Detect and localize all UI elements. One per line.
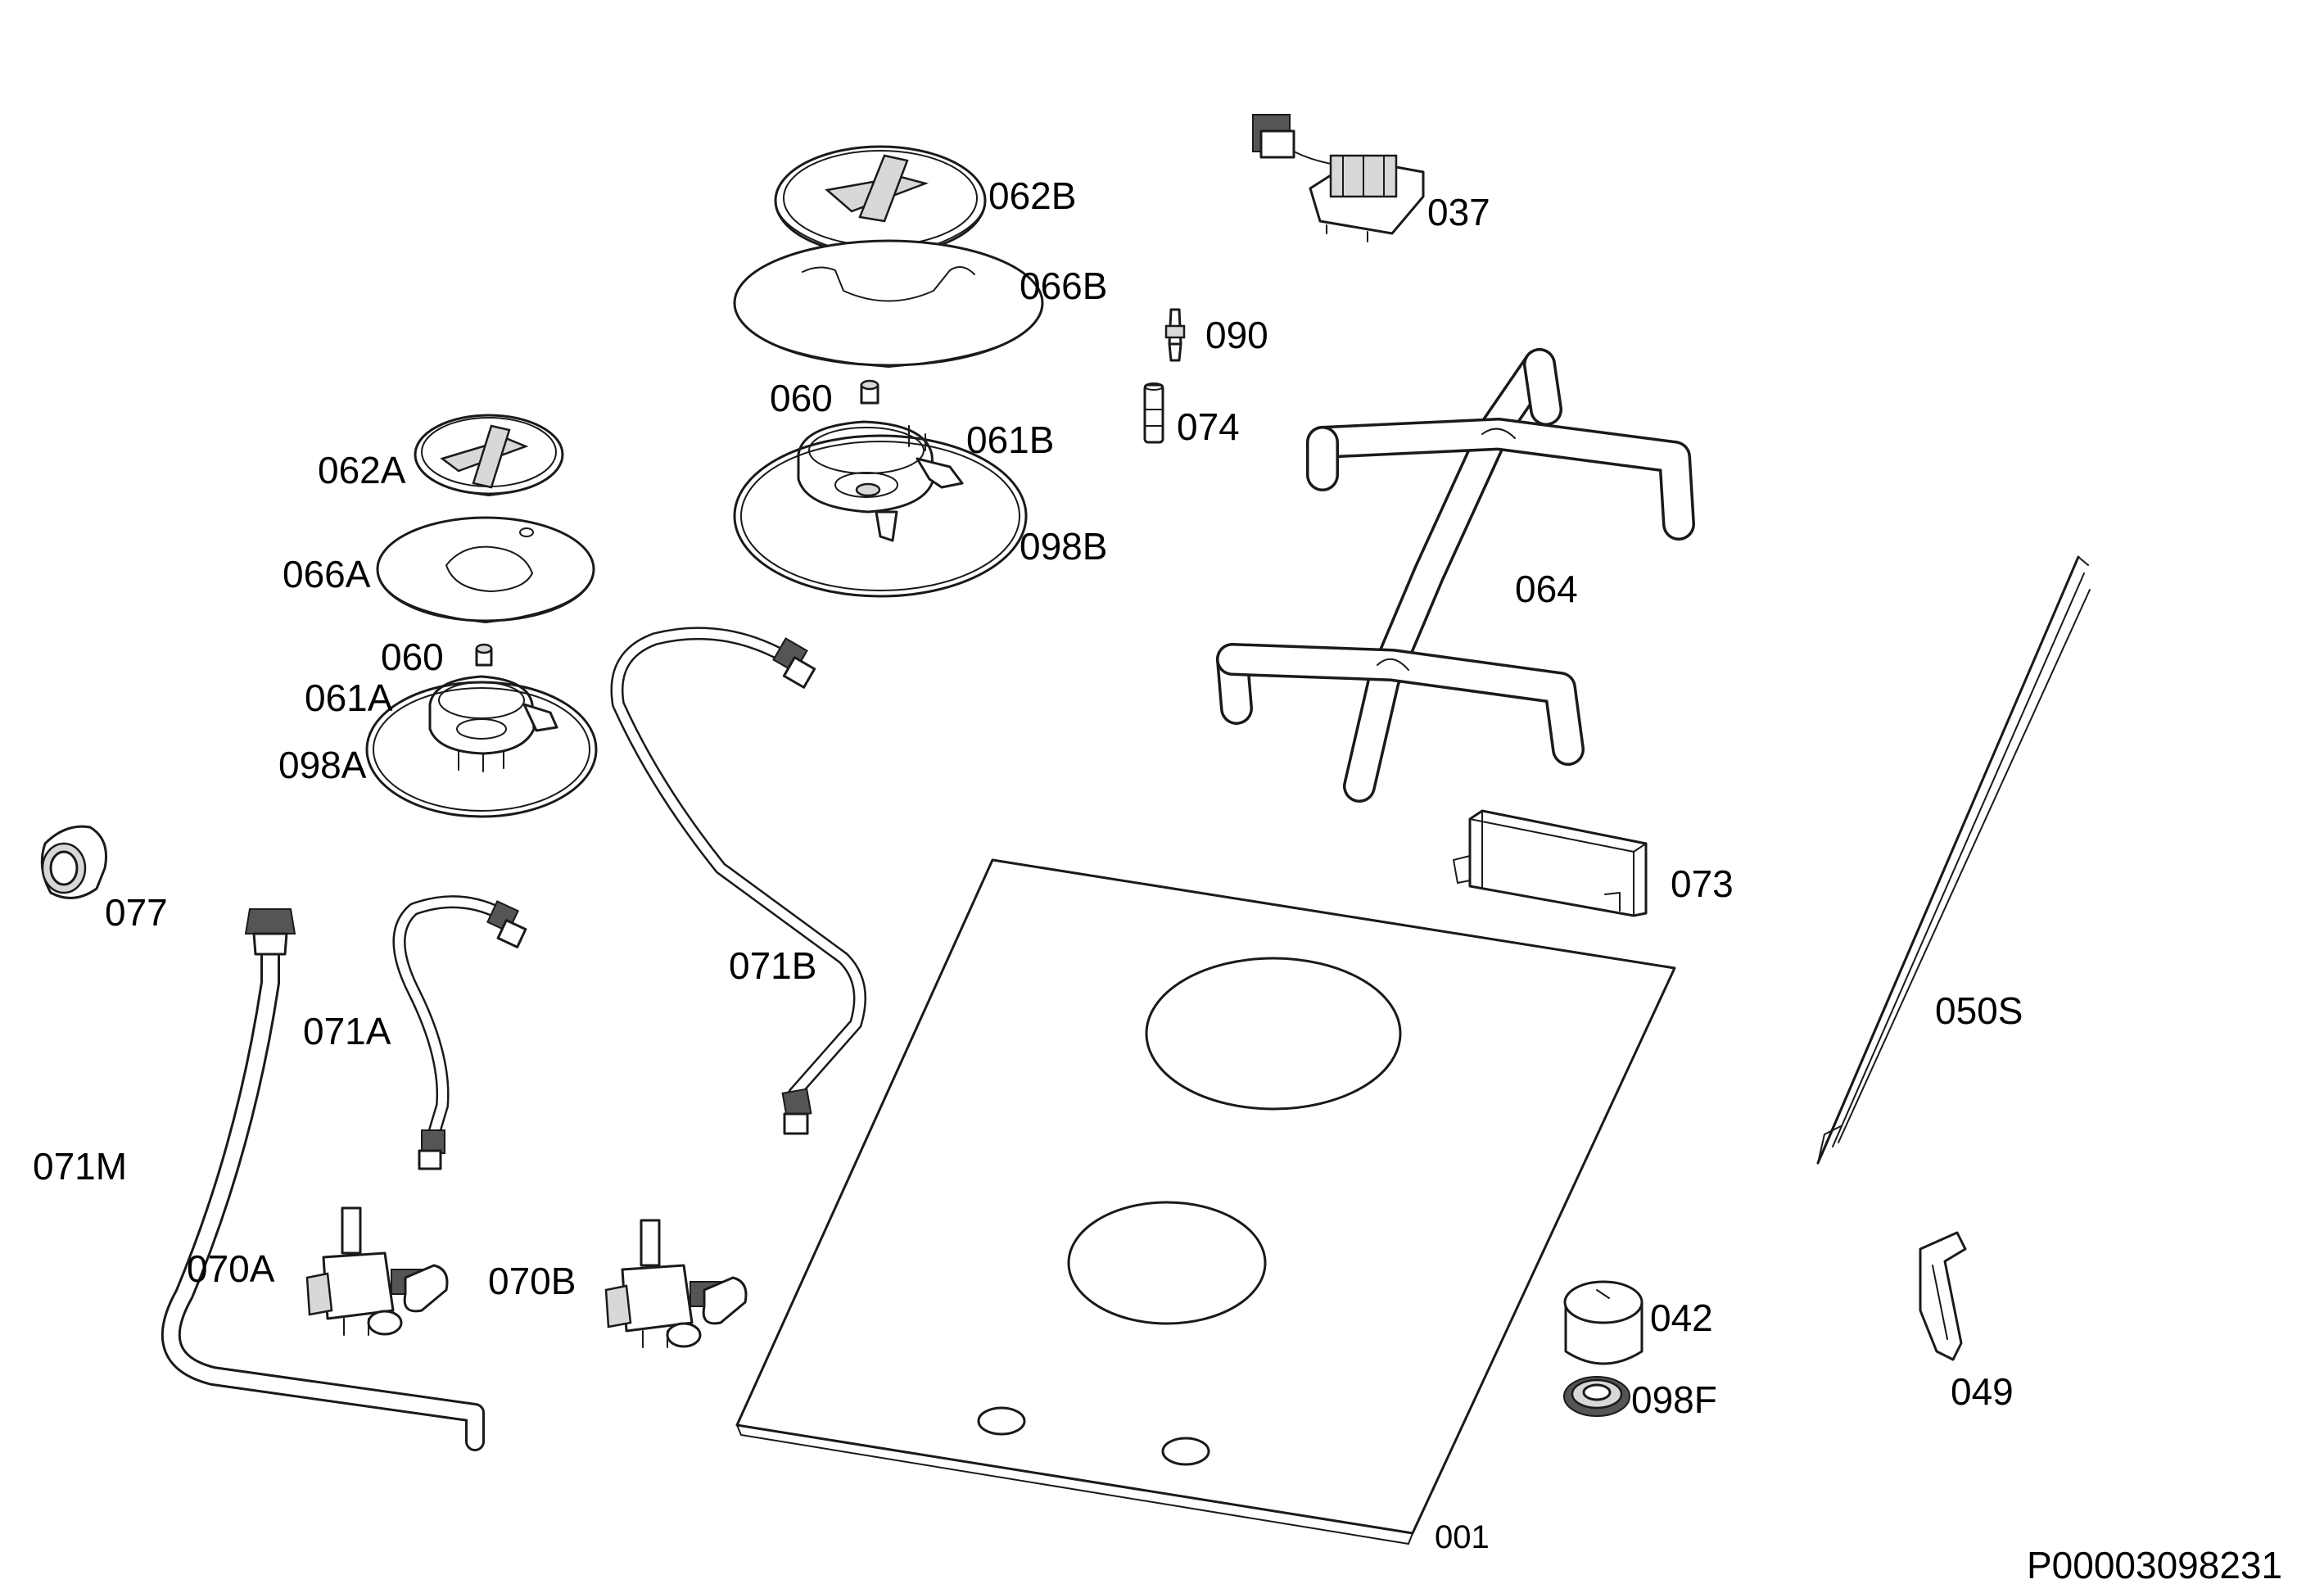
label-090: 090: [1205, 314, 1268, 356]
part-062A-burner-cap-small[interactable]: [414, 414, 564, 496]
part-071B-gas-pipe-long[interactable]: [610, 627, 866, 1135]
large-burner-hole: [1145, 957, 1402, 1111]
label-049: 049: [1951, 1370, 2014, 1413]
part-070B-gas-valve[interactable]: [604, 1219, 748, 1348]
part-037-ignition-module[interactable]: [1252, 114, 1425, 242]
part-049-fixing-clip[interactable]: [1919, 1231, 1967, 1361]
part-066B-trim-ring-large[interactable]: [733, 239, 1044, 368]
label-062B: 062B: [988, 174, 1076, 217]
label-070B: 070B: [488, 1260, 576, 1302]
label-098B: 098B: [1020, 525, 1107, 568]
part-061A-burner-base-small[interactable]: [428, 675, 558, 772]
label-060-upper: 060: [770, 377, 833, 419]
label-073: 073: [1671, 862, 1734, 905]
part-073-bracket[interactable]: [1453, 809, 1648, 917]
part-001-hob-top-plate[interactable]: [735, 858, 1676, 1545]
label-042: 042: [1650, 1297, 1713, 1339]
part-064-pan-support[interactable]: [1216, 348, 1695, 803]
label-098A: 098A: [278, 744, 367, 786]
label-098F: 098F: [1631, 1378, 1717, 1421]
part-050S-sealing-strip[interactable]: [1816, 555, 2091, 1165]
label-050S: 050S: [1935, 989, 2023, 1032]
label-066B: 066B: [1020, 265, 1107, 307]
label-066A: 066A: [283, 553, 371, 595]
label-037: 037: [1427, 191, 1490, 233]
label-061B: 061B: [966, 419, 1054, 461]
part-074-thermocouple[interactable]: [1143, 382, 1164, 444]
part-061B-burner-base-large[interactable]: [797, 420, 964, 542]
part-090-ignition-electrode[interactable]: [1164, 308, 1186, 362]
part-070A-gas-valve[interactable]: [305, 1206, 449, 1336]
label-074: 074: [1177, 405, 1240, 448]
part-098B-seal-ring-large[interactable]: [733, 434, 1028, 598]
knob-hole-left: [977, 1406, 1026, 1436]
part-042-knob-cap[interactable]: [1563, 1280, 1644, 1365]
label-077: 077: [105, 891, 168, 934]
part-077-control-knob[interactable]: [40, 825, 107, 899]
part-071A-gas-pipe-short[interactable]: [392, 895, 527, 1170]
part-071M-main-gas-pipe[interactable]: [161, 908, 485, 1451]
label-071B: 071B: [729, 944, 816, 987]
label-071A: 071A: [303, 1010, 391, 1052]
small-burner-hole: [1067, 1201, 1267, 1325]
part-098F-seal[interactable]: [1563, 1376, 1630, 1417]
knob-hole-right: [1161, 1437, 1210, 1466]
label-064: 064: [1515, 568, 1578, 610]
label-060-lower: 060: [381, 636, 444, 678]
part-066A-trim-ring-small[interactable]: [376, 516, 595, 623]
label-071M: 071M: [33, 1145, 127, 1188]
label-061A: 061A: [305, 677, 393, 719]
part-060-injector-upper[interactable]: [860, 379, 879, 405]
part-098A-seal-ring-small[interactable]: [365, 681, 598, 818]
document-id: P00003098231: [2027, 1544, 2282, 1586]
part-060-injector-lower[interactable]: [475, 643, 493, 667]
label-001: 001: [1435, 1519, 1490, 1555]
label-062A: 062A: [318, 449, 406, 491]
label-070A: 070A: [187, 1247, 275, 1290]
